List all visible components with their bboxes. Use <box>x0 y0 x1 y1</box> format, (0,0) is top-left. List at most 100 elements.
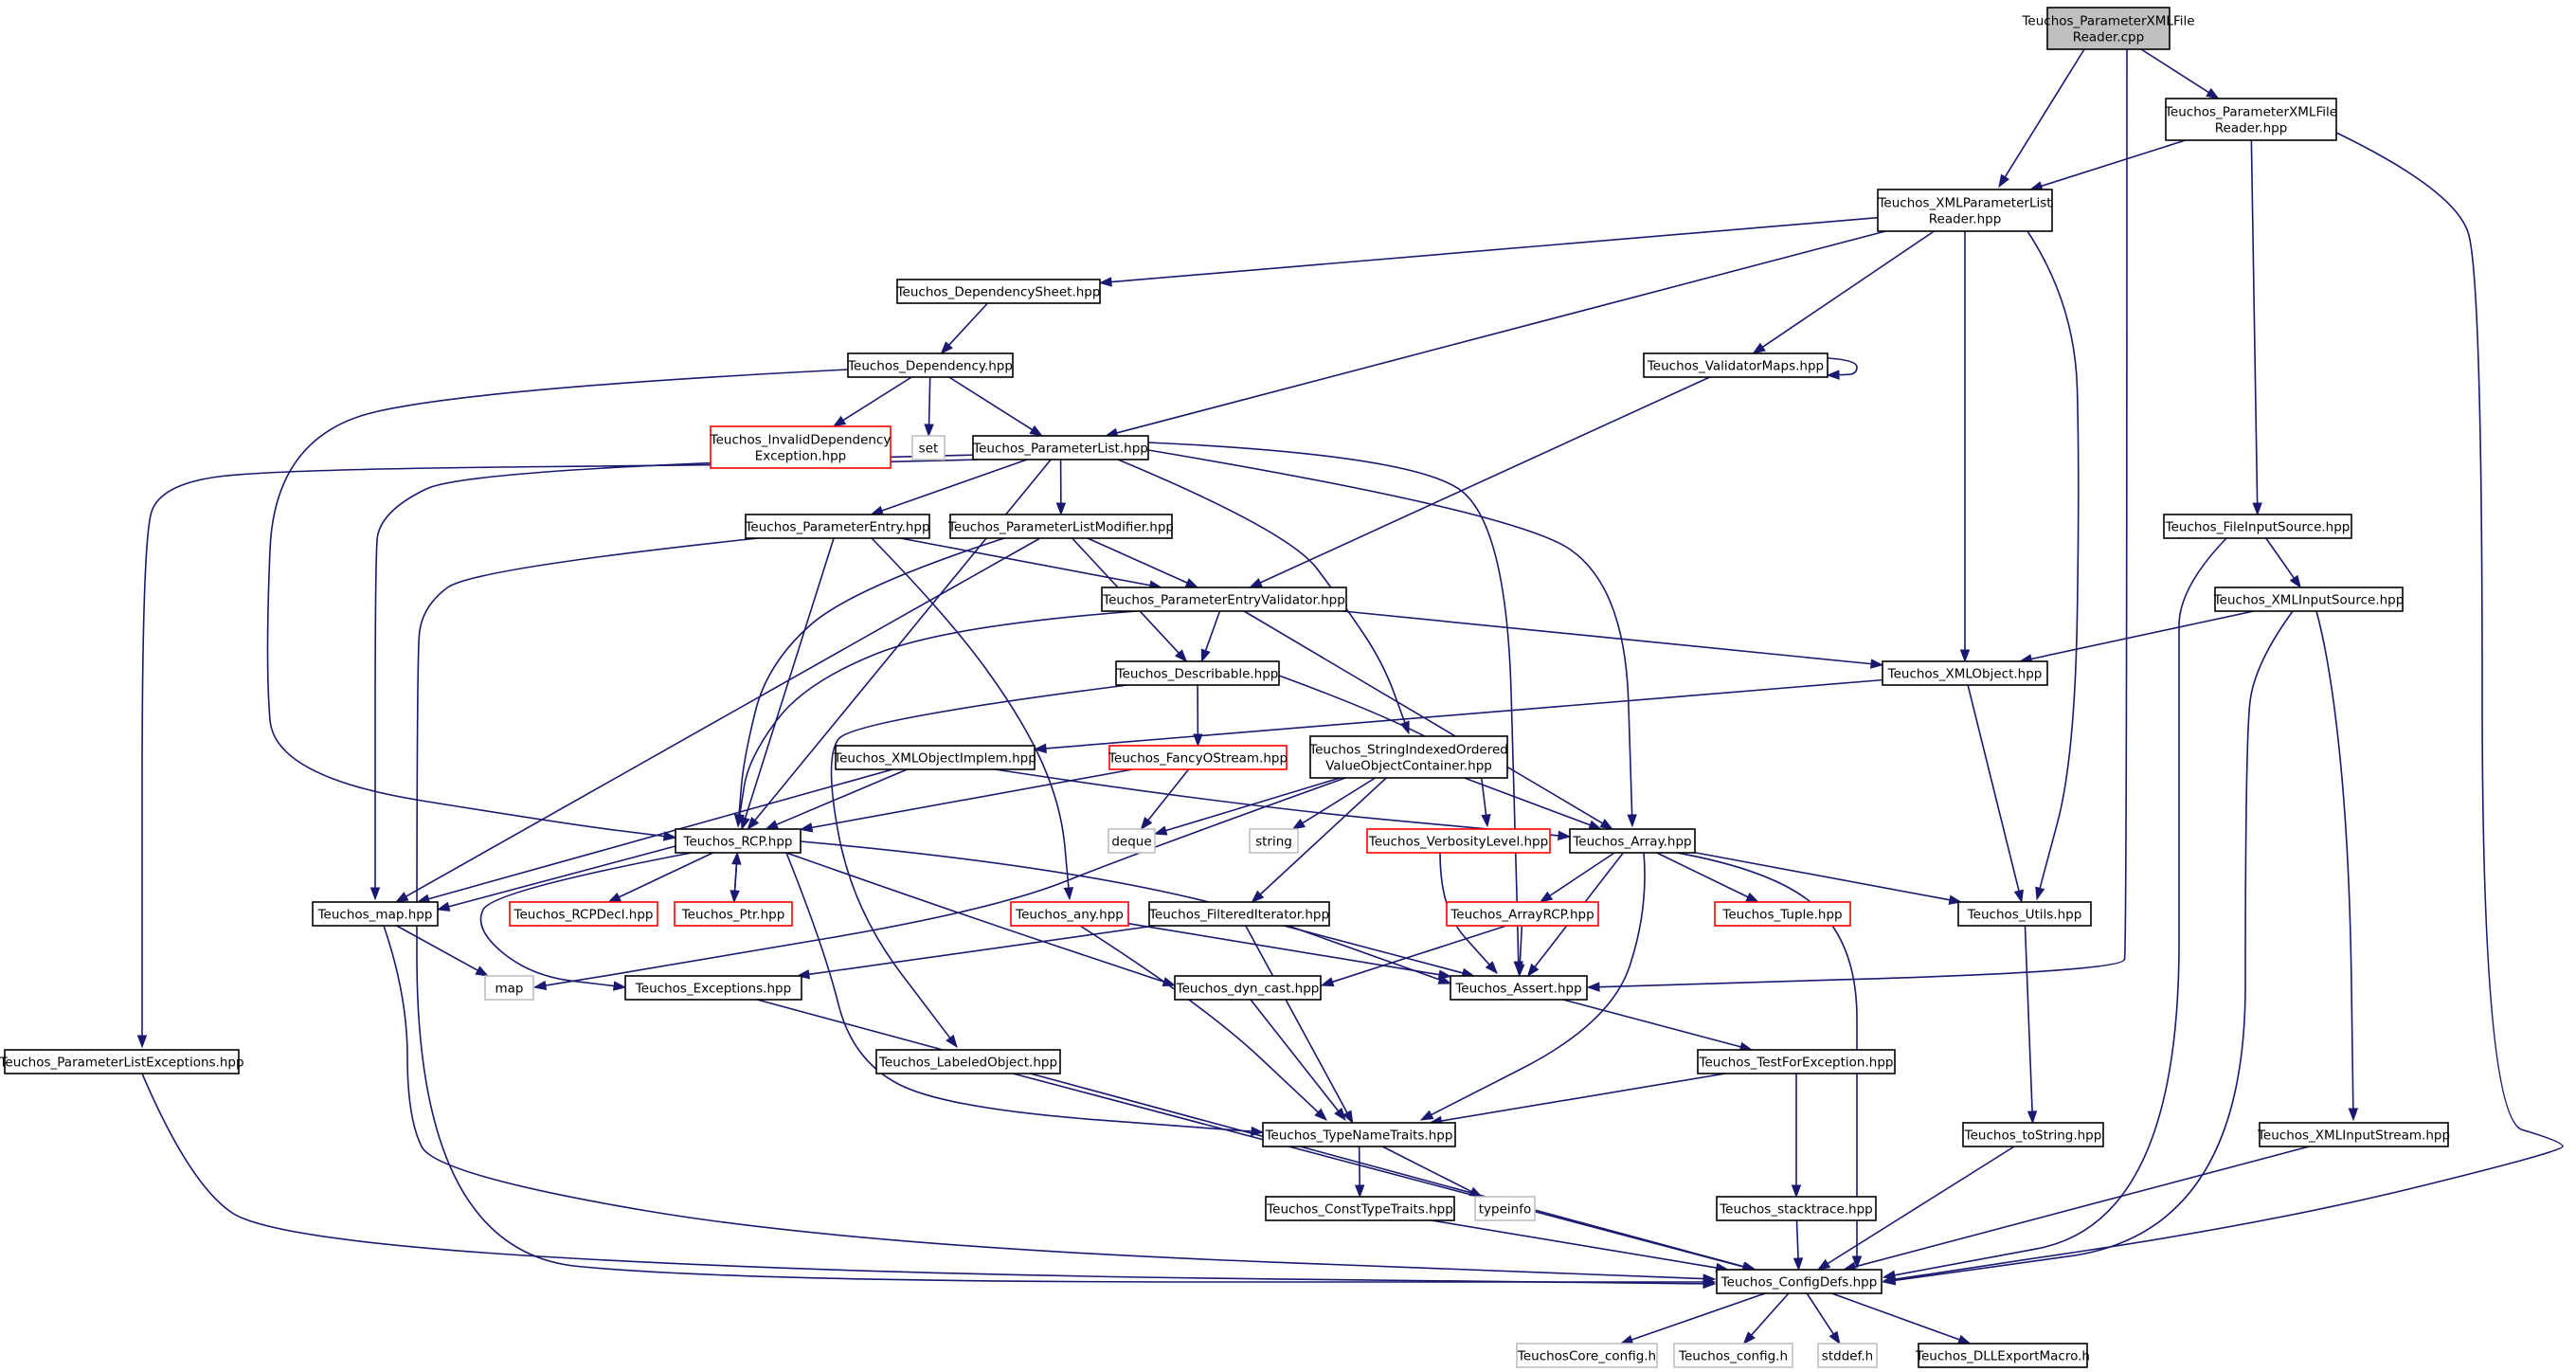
arrowhead <box>1153 825 1168 836</box>
edge-line <box>2140 48 2209 94</box>
edge-n_array-to-n_utils <box>1694 851 1963 905</box>
node-any[interactable]: Teuchos_any.hpp <box>1010 901 1129 927</box>
node-dyncast[interactable]: Teuchos_dyn_cast.hpp <box>1174 975 1322 1001</box>
node-label: Teuchos_ArrayRCP.hpp <box>1450 908 1594 923</box>
edge-n_descr-to-n_labeled <box>830 684 1128 1049</box>
edge-line <box>416 537 1703 1283</box>
arrowhead <box>1742 1331 1756 1345</box>
node-box <box>1446 901 1599 927</box>
edge-n_any-to-n_tnt <box>1079 925 1328 1121</box>
edge-n_xmlplr-to-n_utils <box>2027 230 2080 901</box>
edge-n_filtit-to-n_assert <box>1284 925 1476 978</box>
node-tnt[interactable]: Teuchos_TypeNameTraits.hpp <box>1262 1122 1456 1147</box>
node-xmlimpl[interactable]: Teuchos_XMLObjectImplem.hpp <box>833 745 1036 770</box>
edge-n_xmlplr-to-n_valmaps <box>1752 230 1935 354</box>
node-plexc[interactable]: Teuchos_ParameterListExceptions.hpp <box>0 1049 244 1074</box>
node-fancy[interactable]: Teuchos_FancyOStream.hpp <box>1108 745 1288 770</box>
node-valmaps[interactable]: Teuchos_ValidatorMaps.hpp <box>1643 352 1828 378</box>
edge-n_pxfr_hpp-to-n_cfg <box>1882 132 2564 1285</box>
node-verb[interactable]: Teuchos_VerbosityLevel.hpp <box>1366 828 1551 854</box>
edge-line <box>1147 768 1190 821</box>
edge-n_pl-to-n_assert <box>1147 442 1523 975</box>
node-label: Teuchos_XMLObjectImplem.hpp <box>833 751 1036 767</box>
node-box <box>1450 975 1588 1001</box>
arrowhead <box>1314 1108 1328 1121</box>
node-box <box>2163 514 2352 539</box>
node-xmlstream[interactable]: Teuchos_XMLInputStream.hpp <box>2257 1122 2450 1147</box>
node-depsheet[interactable]: Teuchos_DependencySheet.hpp <box>896 279 1101 304</box>
edge-n_stack-to-n_cfg <box>1792 1219 1804 1272</box>
edge-line <box>1519 925 1523 966</box>
arrowhead <box>1826 370 1840 380</box>
node-plmod[interactable]: Teuchos_ParameterListModifier.hpp <box>947 514 1174 539</box>
node-box <box>835 745 1036 770</box>
edge-line <box>1079 925 1319 1113</box>
edge-n_array-to-n_tuple <box>1656 852 1760 903</box>
node-pl[interactable]: Teuchos_ParameterList.hpp <box>972 435 1149 460</box>
edge-line <box>1147 449 1633 816</box>
node-cfg[interactable]: Teuchos_ConfigDefs.hpp <box>1716 1269 1882 1294</box>
node-set: set <box>911 435 946 460</box>
arrowhead <box>940 341 953 355</box>
node-filtit[interactable]: Teuchos_FilteredIterator.hpp <box>1148 901 1330 927</box>
edge-line <box>928 376 931 425</box>
node-dep[interactable]: Teuchos_Dependency.hpp <box>847 352 1014 378</box>
node-exc[interactable]: Teuchos_Exceptions.hpp <box>624 975 802 1001</box>
edge-n_cfg-to-n_dll <box>1831 1292 1972 1345</box>
edge-line <box>1464 777 1591 826</box>
arrowhead <box>1957 1334 1972 1345</box>
node-label: TeuchosCore_config.h <box>1517 1349 1656 1364</box>
arrowhead <box>2013 889 2024 904</box>
node-utils[interactable]: Teuchos_Utils.hpp <box>1957 901 2092 927</box>
node-tostr[interactable]: Teuchos_toString.hpp <box>1962 1122 2104 1147</box>
edge-n_rcp-to-n_exc <box>479 852 693 991</box>
node-label: ValueObjectContainer.hpp <box>1325 759 1492 774</box>
node-box <box>1108 828 1156 854</box>
node-label: Teuchos_config.h <box>1678 1349 1788 1364</box>
node-dll[interactable]: Teuchos_DLLExportMacro.h <box>1915 1343 2090 1368</box>
edge-line <box>1831 1292 1960 1341</box>
node-box <box>1673 1343 1793 1368</box>
node-fis[interactable]: Teuchos_FileInputSource.hpp <box>2163 514 2352 539</box>
arrowhead <box>1851 1255 1863 1270</box>
arrowhead <box>1193 733 1203 748</box>
arrowhead <box>1882 1275 1897 1286</box>
arrowhead <box>1515 964 1525 978</box>
edge-line <box>1676 852 1858 1256</box>
edge-n_fancy-to-n_deque <box>1140 768 1190 831</box>
edge-line <box>1127 922 1440 976</box>
edge-line <box>1549 852 1615 897</box>
node-arcp[interactable]: Teuchos_ArrayRCP.hpp <box>1446 901 1599 927</box>
node-assert[interactable]: Teuchos_Assert.hpp <box>1450 975 1588 1001</box>
arrowhead <box>765 820 780 830</box>
node-stack[interactable]: Teuchos_stacktrace.hpp <box>1716 1196 1877 1221</box>
arrowhead <box>136 1035 148 1049</box>
node-rcpdecl[interactable]: Teuchos_RCPDecl.hpp <box>509 901 658 927</box>
node-label: string <box>1255 835 1292 850</box>
node-tfe[interactable]: Teuchos_TestForException.hpp <box>1697 1049 1896 1074</box>
edge-line <box>141 1073 1704 1285</box>
node-rcp[interactable]: Teuchos_RCP.hpp <box>675 828 802 854</box>
node-map[interactable]: Teuchos_map.hpp <box>312 901 439 927</box>
node-xmlobj[interactable]: Teuchos_XMLObject.hpp <box>1882 660 2048 686</box>
node-descr[interactable]: Teuchos_Describable.hpp <box>1115 660 1280 686</box>
node-array[interactable]: Teuchos_Array.hpp <box>1569 828 1696 854</box>
node-pev[interactable]: Teuchos_ParameterEntryValidator.hpp <box>1101 587 1347 612</box>
node-sioc[interactable]: Teuchos_StringIndexedOrderedValueObjectC… <box>1308 735 1508 779</box>
node-tuple[interactable]: Teuchos_Tuple.hpp <box>1714 901 1851 927</box>
node-label: Teuchos_XMLObject.hpp <box>1887 667 2043 682</box>
node-label: Teuchos_ConstTypeTraits.hpp <box>1266 1202 1453 1218</box>
node-pe[interactable]: Teuchos_ParameterEntry.hpp <box>744 514 930 539</box>
node-ptr[interactable]: Teuchos_Ptr.hpp <box>674 901 793 927</box>
node-ctt[interactable]: Teuchos_ConstTypeTraits.hpp <box>1265 1196 1455 1221</box>
node-box <box>1882 660 2048 686</box>
edge-line <box>1751 1292 1790 1336</box>
node-label: Reader.cpp <box>2073 30 2144 45</box>
node-xis[interactable]: Teuchos_XMLInputSource.hpp <box>2213 587 2405 612</box>
node-labeled[interactable]: Teuchos_LabeledObject.hpp <box>875 1049 1061 1074</box>
node-box <box>1716 1196 1877 1221</box>
